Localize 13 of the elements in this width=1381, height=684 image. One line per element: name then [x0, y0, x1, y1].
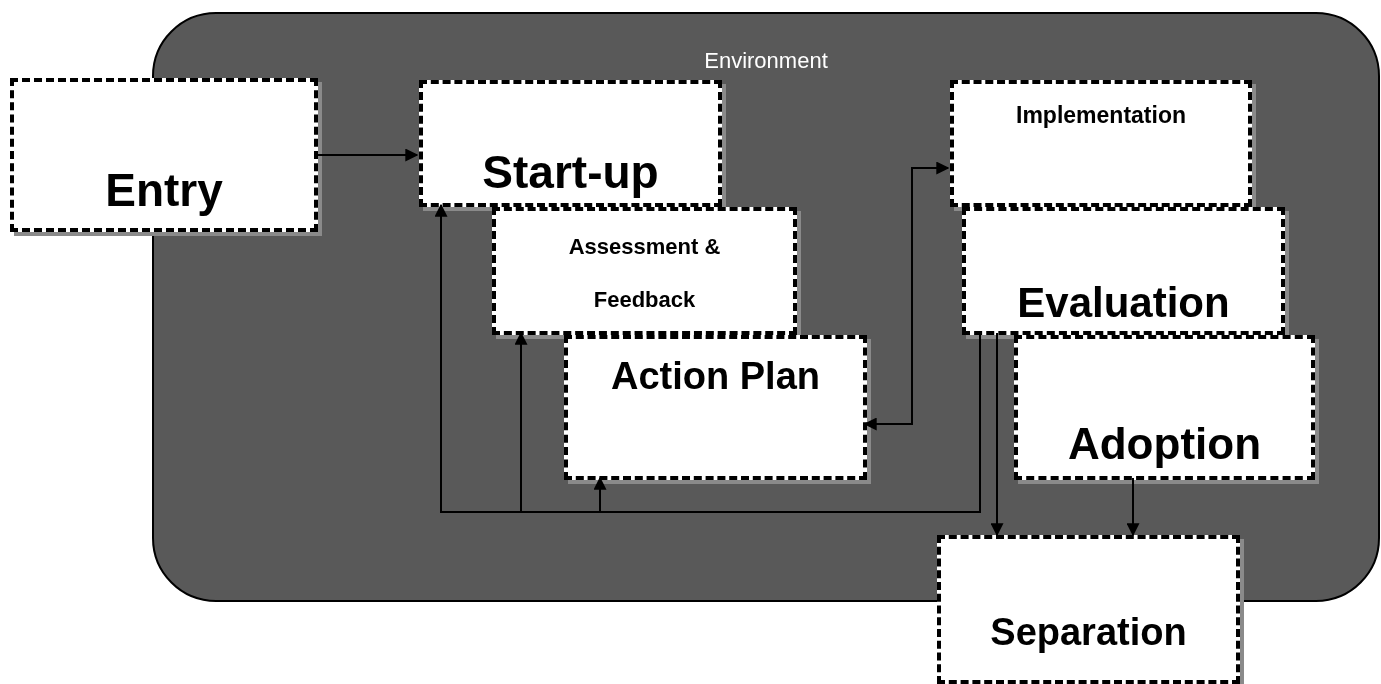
stage-label: Assessment & Feedback — [567, 233, 722, 314]
arrow — [990, 332, 1004, 537]
panel-title: Environment — [703, 48, 829, 74]
stage-label: Separation — [989, 611, 1188, 655]
stage-label: Implementation — [1015, 102, 1187, 129]
stage-label: Action Plan — [610, 355, 821, 399]
arrow — [1126, 477, 1140, 537]
arrow — [317, 148, 419, 162]
stage-label: Evaluation — [1016, 279, 1231, 328]
stage-label: Start-up — [481, 146, 660, 199]
arrow — [863, 161, 950, 431]
stage-label: Adoption — [1066, 419, 1262, 470]
stage-label: Entry — [104, 164, 224, 217]
